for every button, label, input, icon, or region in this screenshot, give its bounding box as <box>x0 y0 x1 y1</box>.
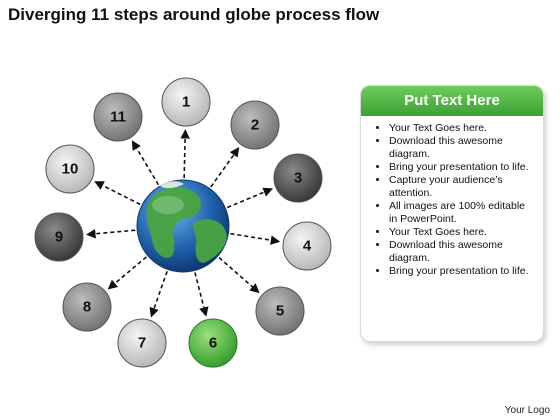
step-node-9: 9 <box>34 212 84 262</box>
step-number: 11 <box>110 109 126 126</box>
arrow-icon <box>194 272 209 317</box>
arrow-icon <box>180 129 190 179</box>
step-circle <box>34 212 84 262</box>
step-node-5: 5 <box>255 286 305 336</box>
bullet-list: Your Text Goes here. Download this aweso… <box>361 122 543 278</box>
step-number: 2 <box>251 117 259 134</box>
step-number: 10 <box>62 161 79 178</box>
bullet-item: Bring your presentation to life. <box>389 161 535 174</box>
step-circle <box>161 77 211 127</box>
bullet-item: Your Text Goes here. <box>389 122 535 135</box>
step-circle <box>62 282 112 332</box>
step-node-11: 11 <box>93 92 143 142</box>
bullet-item: Bring your presentation to life. <box>389 265 535 278</box>
step-circle <box>273 153 323 203</box>
bullet-item: Download this awesome diagram. <box>389 239 535 265</box>
bullet-item: Capture your audience’s attention. <box>389 174 535 200</box>
arrow-icon <box>94 181 141 206</box>
step-number: 7 <box>138 335 146 352</box>
step-node-8: 8 <box>62 282 112 332</box>
card-header: Put Text Here <box>361 86 543 116</box>
step-number: 9 <box>55 229 63 246</box>
step-number: 1 <box>182 94 190 111</box>
step-number: 4 <box>303 238 312 255</box>
arrow-icon <box>226 187 274 209</box>
step-circle <box>93 92 143 142</box>
step-node-10: 10 <box>45 144 95 194</box>
step-number: 6 <box>209 335 217 352</box>
step-number: 8 <box>83 299 91 316</box>
step-number: 3 <box>294 170 302 187</box>
step-circle <box>230 100 280 150</box>
step-number: 5 <box>276 303 284 320</box>
text-card: Put Text Here Your Text Goes here. Downl… <box>360 85 544 342</box>
step-node-2: 2 <box>230 100 280 150</box>
logo-text: Your Logo <box>504 405 550 416</box>
bullet-item: Download this awesome diagram. <box>389 135 535 161</box>
step-circle <box>188 318 238 368</box>
globe-icon <box>136 179 230 273</box>
step-node-4: 4 <box>282 221 332 271</box>
arrow-icon <box>131 140 160 186</box>
arrow-icon <box>107 256 147 290</box>
step-node-3: 3 <box>273 153 323 203</box>
bullet-item: Your Text Goes here. <box>389 226 535 239</box>
arrow-icon <box>85 228 136 239</box>
step-circle <box>282 221 332 271</box>
step-circle <box>117 318 167 368</box>
arrow-group <box>85 129 281 318</box>
arrow-icon <box>210 147 240 188</box>
arrow-icon <box>230 232 281 245</box>
arrow-icon <box>218 257 260 294</box>
arrow-icon <box>149 271 168 318</box>
bullet-item: All images are 100% editable in PowerPoi… <box>389 200 535 226</box>
step-circle <box>255 286 305 336</box>
step-node-7: 7 <box>117 318 167 368</box>
page-title: Diverging 11 steps around globe process … <box>8 5 380 24</box>
step-node-group: 1 2 3 4 5 6 7 8 9 10 11 <box>34 77 332 368</box>
step-circle <box>45 144 95 194</box>
step-node-1: 1 <box>161 77 211 127</box>
step-node-6: 6 <box>188 318 238 368</box>
